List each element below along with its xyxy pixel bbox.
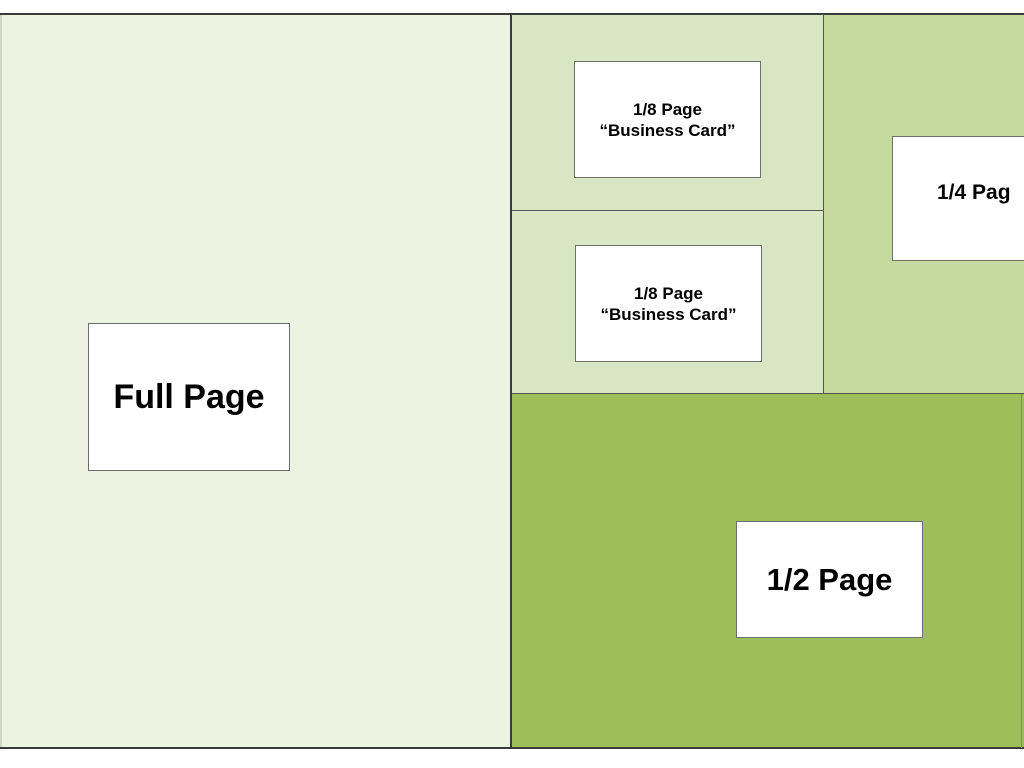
eighth-divider-line (512, 210, 824, 211)
quarter-page-label-box: 1/4 Pag (892, 136, 1024, 261)
left-edge (0, 14, 2, 748)
full-page-label: Full Page (113, 377, 265, 416)
quarter-page-label: 1/4 Pag (937, 181, 1011, 204)
half-page-label-box: 1/2 Page (736, 521, 923, 638)
eighth-page-label-box-top: 1/8 Page “Business Card” (574, 61, 761, 178)
right-edge (1021, 394, 1022, 748)
full-page-label-box: Full Page (88, 323, 290, 471)
eighth-page-label-bottom: 1/8 Page (634, 283, 703, 303)
bottom-border-line (0, 747, 1024, 749)
eighth-page-label-top: 1/8 Page (633, 99, 702, 119)
top-border-line (0, 13, 1024, 15)
half-page-label: 1/2 Page (766, 561, 893, 597)
center-divider-line (510, 14, 512, 748)
business-card-label-bottom: “Business Card” (600, 304, 737, 324)
half-top-line (512, 393, 1024, 394)
eighth-page-label-box-bottom: 1/8 Page “Business Card” (575, 245, 762, 362)
business-card-label-top: “Business Card” (599, 120, 736, 140)
quarter-divider-line (823, 14, 824, 394)
